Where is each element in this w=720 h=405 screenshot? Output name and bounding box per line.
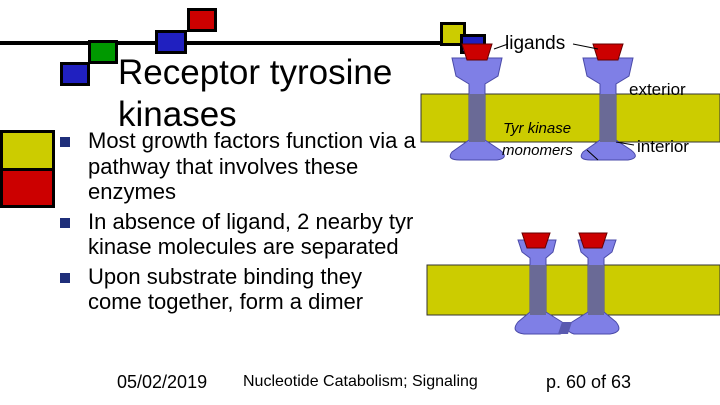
title-bar-line [0,41,470,45]
membrane-bottom [426,264,720,316]
label-interior: interior [637,137,689,156]
bullet-list: Most growth factors function via a pathw… [60,128,420,319]
receptor-monomer-right [580,57,636,161]
decor-square-blue-top [155,30,187,54]
footer-page-number: p. 60 of 63 [546,372,632,392]
bullet-text: Upon substrate binding they come togethe… [88,263,364,315]
bullet-text: In absence of ligand, 2 nearby tyr kinas… [88,208,414,260]
label-tyr-kinase: Tyr kinase [503,120,571,137]
bullet-text: Most growth factors function via a pathw… [88,128,416,204]
bullet-square-icon [60,217,70,228]
footer-title: Nucleotide Catabolism; Signaling [243,373,478,390]
footer-date: 05/02/2019 [117,372,208,392]
label-monomers: monomers [502,142,573,159]
label-ligands: ligands [505,33,565,54]
decor-square-blue-left [60,62,90,86]
bullet-square-icon [60,272,70,283]
decor-square-red-left [0,168,55,208]
label-exterior: exterior [629,80,686,99]
receptor-dimer [514,239,620,335]
list-item: Upon substrate binding they come togethe… [60,264,420,315]
ligand-dimer-left [521,232,551,249]
ligand-dimer-right [578,232,608,249]
list-item: Most growth factors function via a pathw… [60,128,420,205]
decor-square-red-top [187,8,217,32]
decor-square-green [88,40,118,64]
bullet-square-icon [60,137,70,147]
slide-title: Receptor tyrosine kinases [118,53,393,134]
receptor-monomer-left [449,57,505,161]
ligand-right [592,43,624,61]
list-item: In absence of ligand, 2 nearby tyr kinas… [60,209,420,260]
ligand-left [461,43,493,61]
